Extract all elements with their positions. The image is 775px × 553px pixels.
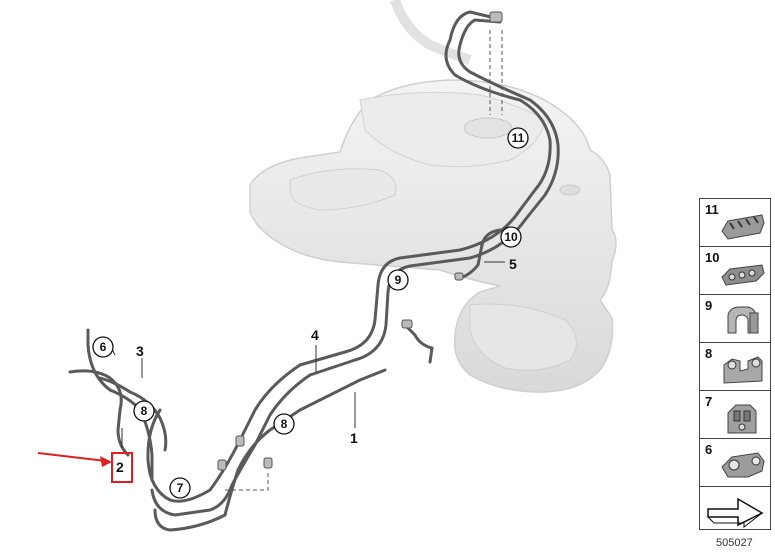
fuel-line-upper-pair-a	[298, 10, 552, 367]
parts-legend: 11 10 9 8	[699, 198, 771, 535]
callout-1: 1	[350, 430, 358, 446]
clip-10-icon	[721, 264, 765, 286]
legend-item-10[interactable]: 10	[699, 247, 771, 295]
circled-number-7: 7	[177, 481, 184, 495]
fuel-line-5	[458, 228, 502, 280]
forward-arrow-icon	[707, 497, 764, 529]
circle-callout-11	[507, 127, 529, 149]
legend-number: 8	[705, 346, 713, 361]
connectors	[217, 11, 503, 471]
legend-number: 7	[705, 394, 713, 409]
callout-leaders	[109, 261, 505, 448]
circle-callout-8a	[133, 400, 155, 422]
clip-6-icon	[721, 452, 765, 478]
circled-number-8b: 8	[281, 417, 288, 431]
callout-5: 5	[509, 256, 517, 272]
circle-callout-7	[169, 477, 191, 499]
legend-item-11[interactable]: 11	[699, 199, 771, 247]
highlight-part-2	[37, 452, 133, 483]
fuel-line-left-loop-b	[68, 369, 130, 457]
callout-2: 2	[116, 459, 124, 475]
callout-3: 3	[136, 343, 144, 359]
legend-item-6[interactable]: 6	[699, 439, 771, 487]
circle-callout-6	[92, 336, 114, 358]
legend-number: 10	[705, 250, 720, 265]
circled-callouts	[92, 127, 529, 499]
clip-7-icon	[727, 404, 757, 434]
fuel-line-right-stub	[403, 323, 434, 364]
circled-number-6: 6	[100, 340, 107, 354]
circled-number-8a: 8	[141, 404, 148, 418]
legend-item-8[interactable]: 8	[699, 343, 771, 391]
circled-number-9: 9	[395, 273, 402, 287]
legend-number: 6	[705, 442, 713, 457]
fuel-tank	[249, 0, 617, 393]
diagram-reference-number: 505027	[716, 537, 753, 549]
circled-number-11: 11	[512, 131, 525, 145]
fuel-line-left-loop	[86, 328, 154, 482]
legend-item-7[interactable]: 7	[699, 391, 771, 439]
circle-callout-9	[387, 269, 409, 291]
next-page-button[interactable]	[699, 487, 771, 530]
circled-number-10: 10	[504, 230, 518, 244]
circle-callout-8b	[273, 413, 295, 435]
fuel-line-main-long	[153, 368, 387, 532]
legend-number: 9	[705, 298, 713, 313]
clip-9-icon	[727, 306, 759, 334]
legend-number: 11	[705, 202, 719, 217]
callout-4: 4	[311, 327, 319, 343]
clip-11-icon	[721, 214, 765, 240]
dashed-leaders	[225, 30, 503, 491]
legend-item-9[interactable]: 9	[699, 295, 771, 343]
clip-8-icon	[723, 356, 763, 384]
red-arrow-icon	[37, 452, 107, 462]
fuel-line-1	[146, 363, 302, 503]
highlight-box	[111, 452, 133, 483]
circle-callout-10	[500, 226, 522, 248]
